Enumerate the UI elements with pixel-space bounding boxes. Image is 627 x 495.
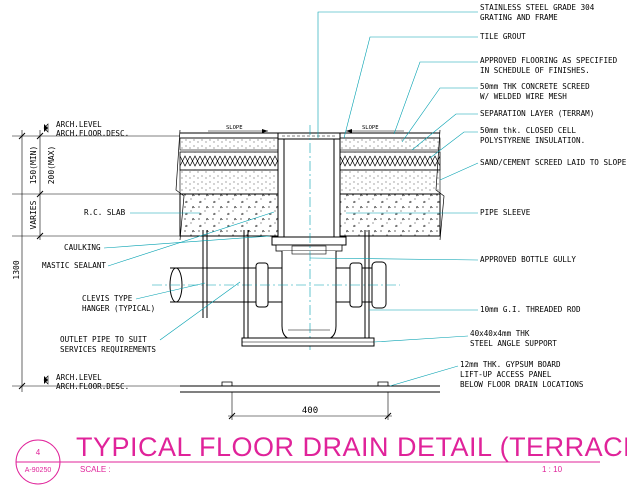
svg-text:POLYSTYRENE INSULATION.: POLYSTYRENE INSULATION. <box>480 136 585 145</box>
svg-text:ARCH.LEVEL: ARCH.LEVEL <box>56 120 102 129</box>
svg-text:10mm G.I. THREADED ROD: 10mm G.I. THREADED ROD <box>480 305 581 314</box>
title-block: 4 A-90250 TYPICAL FLOOR DRAIN DETAIL (TE… <box>15 432 627 485</box>
slope-arrow-left: SLOPE <box>208 125 268 133</box>
svg-text:200(MAX): 200(MAX) <box>47 146 56 185</box>
svg-text:LIFT-UP ACCESS PANEL: LIFT-UP ACCESS PANEL <box>460 370 552 379</box>
svg-text:ARCH.FLOOR.DESC.: ARCH.FLOOR.DESC. <box>56 382 129 391</box>
svg-text:SERVICES REQUIREMENTS: SERVICES REQUIREMENTS <box>60 345 156 354</box>
svg-text:150(MIN): 150(MIN) <box>29 146 38 185</box>
svg-text:TILE GROUT: TILE GROUT <box>480 32 526 41</box>
svg-text:50mm thk. CLOSED CELL: 50mm thk. CLOSED CELL <box>480 126 576 135</box>
svg-text:1300: 1300 <box>12 260 21 279</box>
drawing-title: TYPICAL FLOOR DRAIN DETAIL (TERRACE) <box>76 432 627 462</box>
svg-text:IN SCHEDULE OF FINISHES.: IN SCHEDULE OF FINISHES. <box>480 66 590 75</box>
level-marker-bottom: ARCH.LEVEL ARCH.FLOOR.DESC. <box>43 373 129 391</box>
svg-text:SLOPE: SLOPE <box>226 125 243 131</box>
svg-text:ARCH.LEVEL: ARCH.LEVEL <box>56 373 102 382</box>
break-line-left <box>175 129 185 241</box>
gypsum-access-panel <box>180 381 440 393</box>
outlet-pipe <box>152 261 400 309</box>
svg-text:SAND/CEMENT SCREED LAID TO SLO: SAND/CEMENT SCREED LAID TO SLOPE. <box>480 158 627 167</box>
svg-text:APPROVED FLOORING AS SPECIFIED: APPROVED FLOORING AS SPECIFIED <box>480 56 618 65</box>
svg-text:HANGER (TYPICAL): HANGER (TYPICAL) <box>82 304 155 313</box>
detail-number: 4 <box>36 448 41 457</box>
dimension-width: 400 <box>228 392 392 420</box>
svg-text:VARIES: VARIES <box>29 200 38 229</box>
svg-text:12mm THK. GYPSUM BOARD: 12mm THK. GYPSUM BOARD <box>460 360 561 369</box>
floor-buildup-left <box>179 132 279 237</box>
svg-text:400: 400 <box>302 406 318 416</box>
svg-text:PIPE SLEEVE: PIPE SLEEVE <box>480 208 531 217</box>
angle-support <box>241 337 375 347</box>
svg-text:GRATING AND FRAME: GRATING AND FRAME <box>480 13 558 22</box>
sheet-reference: A-90250 <box>25 467 52 474</box>
threaded-rods <box>202 230 370 338</box>
floor-buildup-right <box>339 132 441 237</box>
slope-arrow-right: SLOPE <box>346 125 404 133</box>
svg-text:50mm THK CONCRETE SCREED: 50mm THK CONCRETE SCREED <box>480 82 590 91</box>
svg-text:BELOW FLOOR DRAIN LOCATIONS: BELOW FLOOR DRAIN LOCATIONS <box>460 380 584 389</box>
svg-text:SLOPE: SLOPE <box>362 125 379 131</box>
scale-value: 1 : 10 <box>542 465 563 474</box>
bottle-gully <box>271 132 347 341</box>
svg-text:APPROVED BOTTLE GULLY: APPROVED BOTTLE GULLY <box>480 255 576 264</box>
scale-label: SCALE : <box>80 465 111 474</box>
right-annotations: STAINLESS STEEL GRADE 304 GRATING AND FR… <box>309 3 627 389</box>
break-line-right <box>435 129 445 241</box>
svg-text:R.C. SLAB: R.C. SLAB <box>84 208 126 217</box>
svg-text:SEPARATION LAYER (TERRAM): SEPARATION LAYER (TERRAM) <box>480 109 594 118</box>
svg-text:W/ WELDED WIRE MESH: W/ WELDED WIRE MESH <box>480 92 567 101</box>
level-marker-top: ARCH.LEVEL ARCH.FLOOR.DESC. <box>43 120 129 138</box>
svg-text:OUTLET PIPE TO SUIT: OUTLET PIPE TO SUIT <box>60 335 147 344</box>
svg-text:CLEVIS TYPE: CLEVIS TYPE <box>82 294 133 303</box>
svg-text:CAULKING: CAULKING <box>64 243 101 252</box>
svg-text:STAINLESS STEEL GRADE 304: STAINLESS STEEL GRADE 304 <box>480 3 595 12</box>
svg-text:MASTIC SEALANT: MASTIC SEALANT <box>42 261 106 270</box>
dimension-vertical: 1300 150(MIN) 200(MAX) VARIES <box>12 130 180 392</box>
svg-text:40x40x4mm THK: 40x40x4mm THK <box>470 329 530 338</box>
left-annotations: R.C. SLAB CAULKING MASTIC SEALANT CLEVIS… <box>42 208 275 354</box>
svg-text:STEEL ANGLE SUPPORT: STEEL ANGLE SUPPORT <box>470 339 557 348</box>
svg-text:ARCH.FLOOR.DESC.: ARCH.FLOOR.DESC. <box>56 129 129 138</box>
